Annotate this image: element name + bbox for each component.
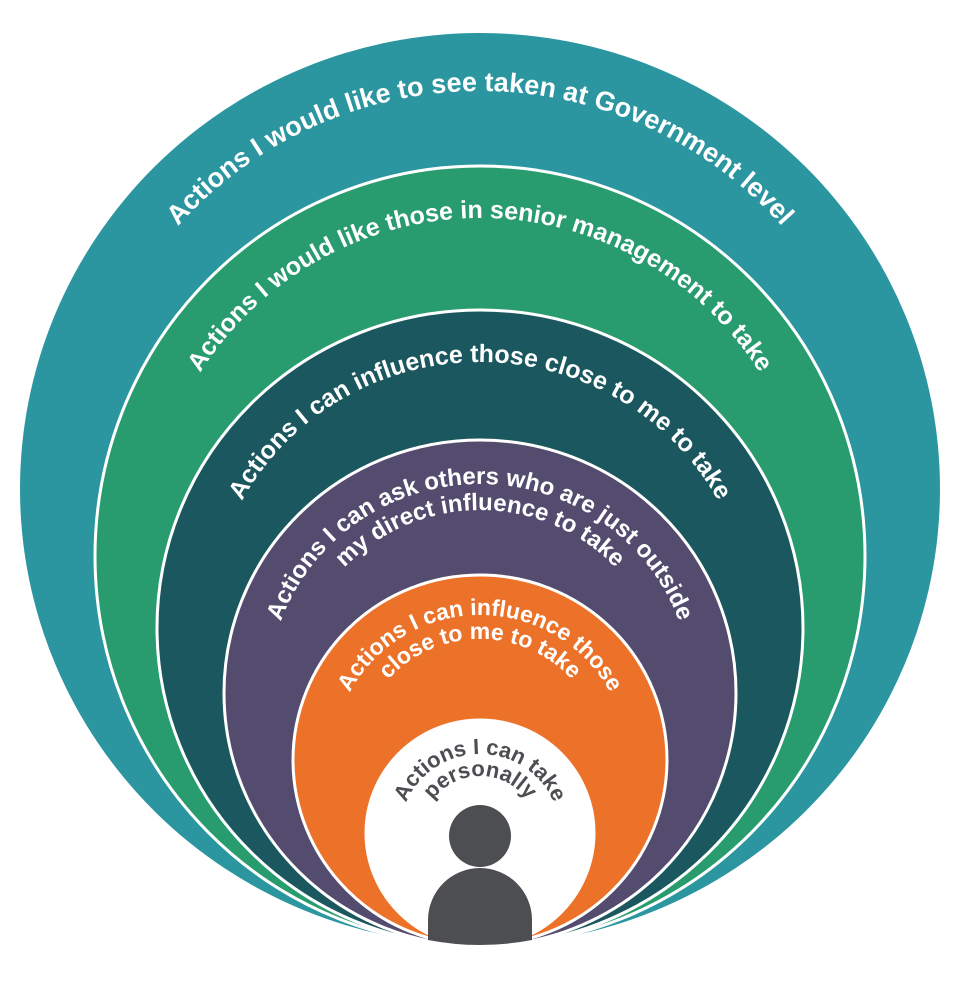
person-icon xyxy=(428,805,532,945)
person-body-icon xyxy=(428,868,532,945)
person-head-icon xyxy=(449,805,511,867)
